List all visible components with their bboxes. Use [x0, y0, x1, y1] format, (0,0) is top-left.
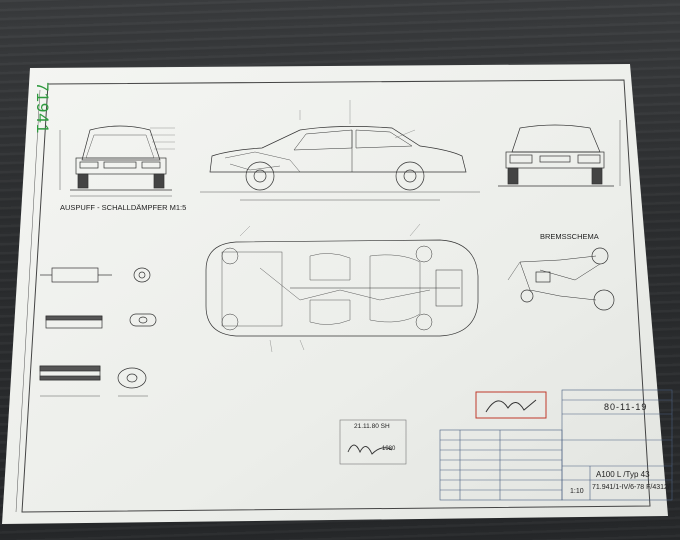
stamp-year: 1980 [382, 446, 396, 452]
exhaust-section-title: AUSPUFF - SCHALLDÄMPFER M1:5 [60, 203, 187, 212]
brake-schema-drawing [507, 247, 615, 311]
brake-section-title: BREMSSCHEMA [540, 232, 599, 241]
sheet-date: 80-11-19 [604, 402, 648, 412]
rear-view-drawing [498, 120, 621, 187]
title-block [439, 389, 673, 501]
red-stamp-box [475, 391, 547, 419]
sheet-number-stamp: 71941 [33, 82, 52, 135]
drawing-code: 71.941/1-IV/6-78 F/4312/ [592, 484, 670, 491]
scale-label: 1:10 [570, 488, 584, 495]
signature-1 [485, 399, 537, 413]
review-stamp-text: 21.11.80 SH [354, 423, 390, 430]
front-view-drawing [59, 125, 172, 197]
approval-stamp-box [339, 419, 407, 465]
side-view-drawing [200, 126, 480, 201]
exhaust-parts-drawings [39, 267, 157, 397]
plan-view-drawing [205, 239, 479, 337]
signature-2 [347, 444, 393, 455]
model-designation: A100 L /Typ 43 [596, 470, 650, 479]
